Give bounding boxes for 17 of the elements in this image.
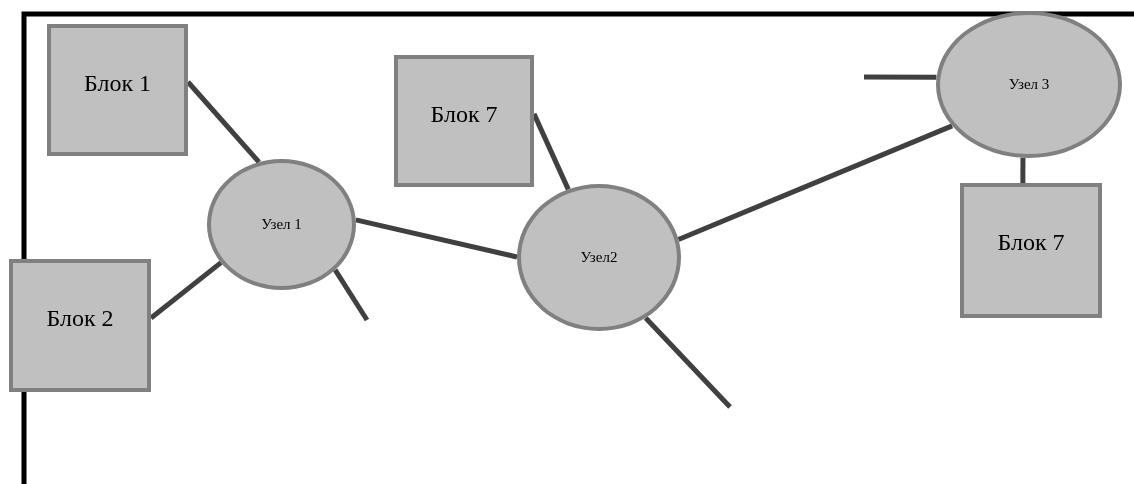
- block-box: [960, 183, 1102, 318]
- node-label: Узел2: [580, 249, 618, 266]
- connector-line: [643, 316, 732, 409]
- connector-line: [864, 74, 937, 80]
- node-label: Блок 7: [997, 229, 1065, 256]
- node-label: Блок 7: [430, 101, 498, 128]
- node-label: Блок 2: [46, 305, 114, 332]
- connector-line: [1020, 157, 1026, 183]
- block-box: [9, 259, 151, 392]
- node-label: Узел 3: [1008, 76, 1050, 93]
- node-label: Узел 1: [261, 216, 302, 233]
- block-box: [394, 55, 534, 187]
- connector-line: [355, 217, 518, 260]
- connector-line: [677, 123, 954, 242]
- connector-line: [333, 268, 370, 322]
- block-box: [47, 24, 188, 156]
- node-label: Блок 1: [83, 70, 152, 97]
